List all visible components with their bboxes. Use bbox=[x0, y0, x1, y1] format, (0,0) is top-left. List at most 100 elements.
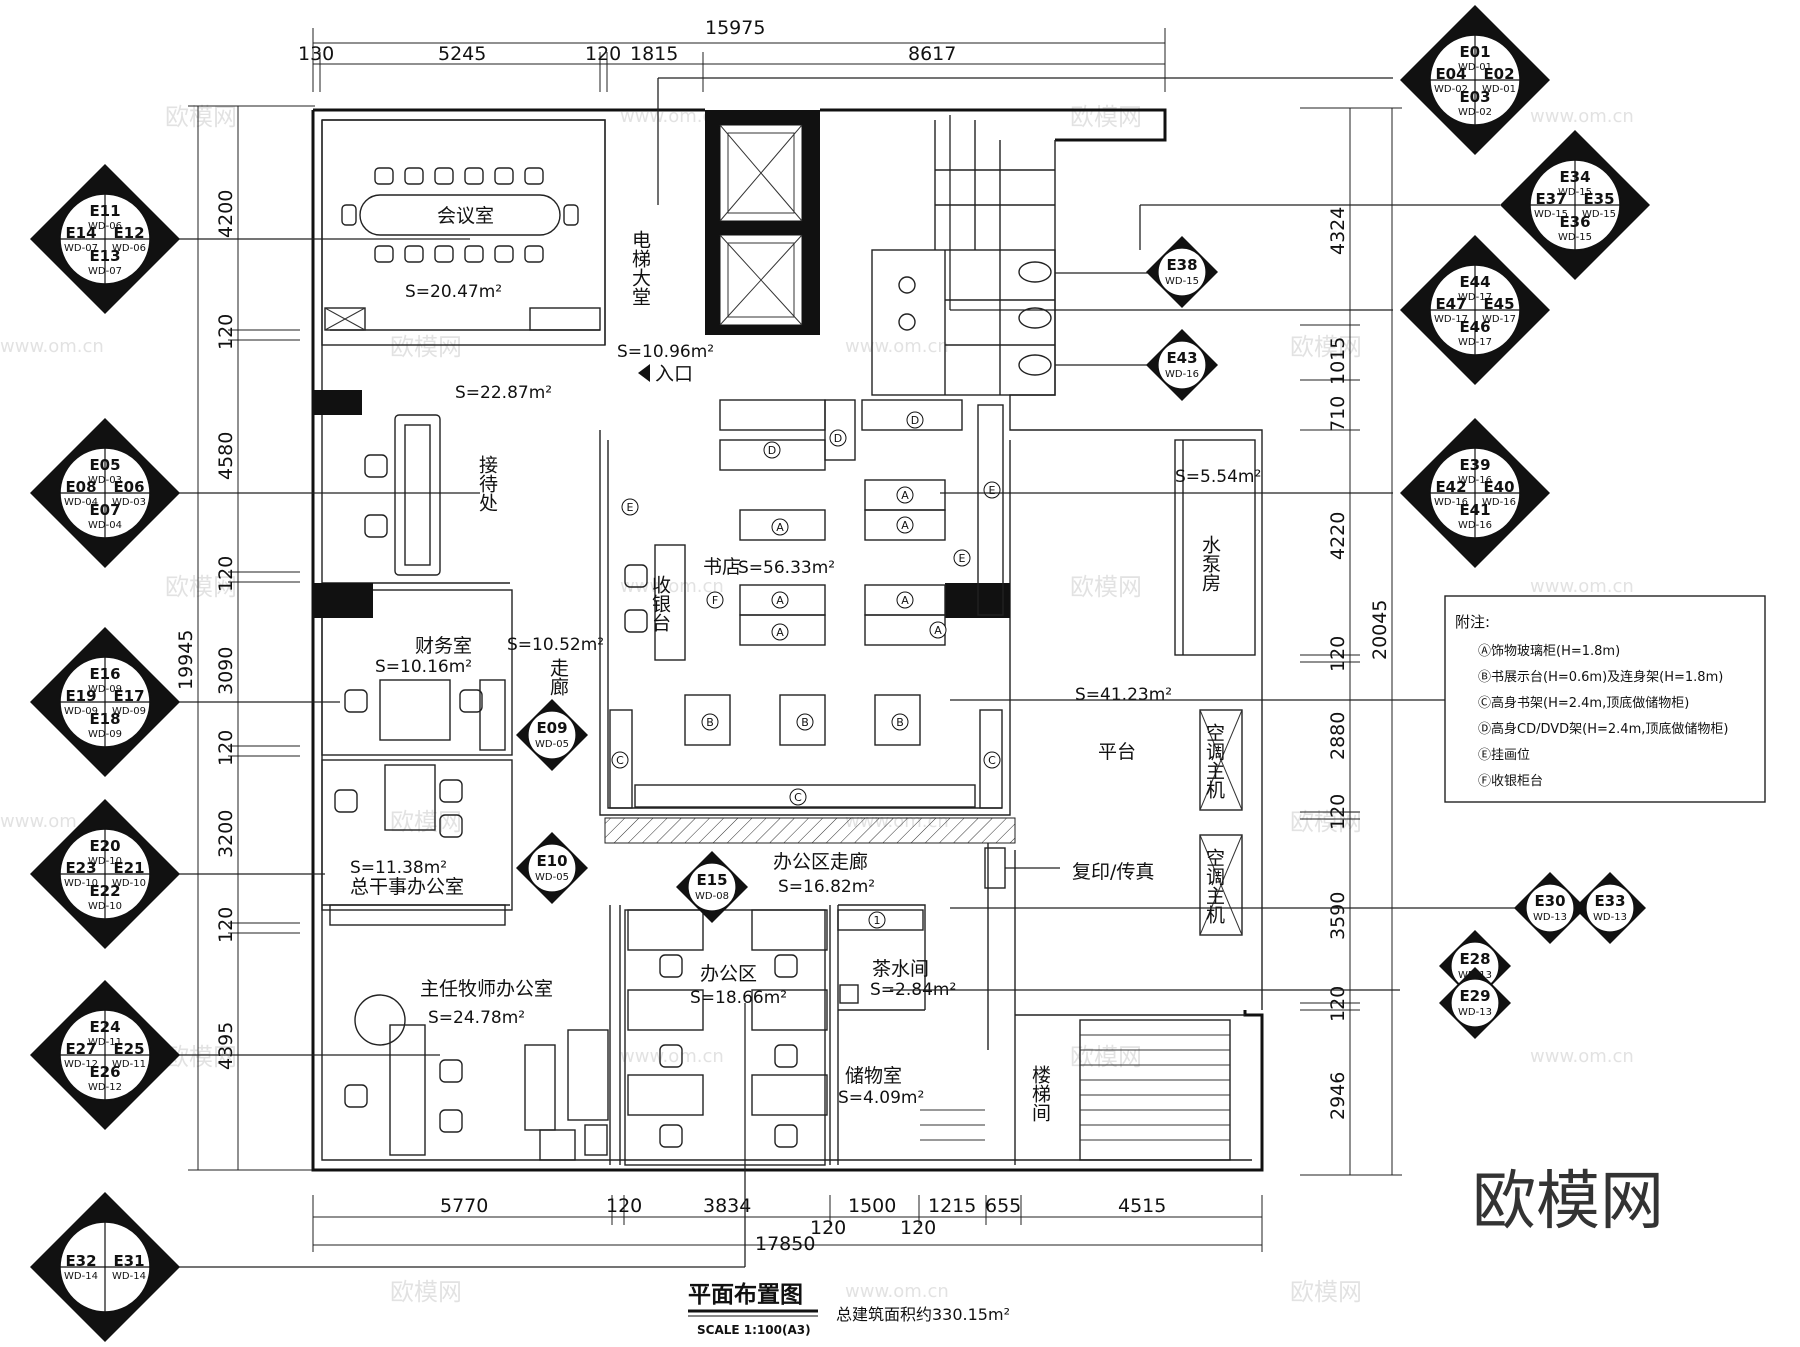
elevation-tag-left-sheet: WD-10 bbox=[64, 878, 98, 889]
elevation-tag-bottom-id: E22 bbox=[89, 882, 120, 900]
furniture-marker: A bbox=[896, 486, 914, 504]
room-area-storage: S=4.09m² bbox=[838, 1088, 924, 1108]
room-name-ac-unit-1: 空调主机 bbox=[1203, 723, 1225, 799]
watermark-url: www.om.cn bbox=[845, 1281, 949, 1302]
dim-top-0: 130 bbox=[298, 43, 334, 65]
furniture-marker: C bbox=[611, 751, 629, 769]
elevation-tag-right-sheet: WD-11 bbox=[112, 1059, 146, 1070]
elevation-tag-top-sheet: WD-09 bbox=[88, 684, 122, 695]
note-item-c: Ⓒ高身书架(H=2.4m,顶底做储物柜) bbox=[1478, 695, 1689, 711]
elevation-tag-top-id: E01 bbox=[1459, 43, 1490, 61]
elevation-tag-right-id: E12 bbox=[113, 224, 144, 242]
elevation-tag-right-sheet: WD-01 bbox=[1482, 84, 1516, 95]
dim-right-1: 1015 bbox=[1327, 337, 1349, 385]
elevation-tag-right-sheet: WD-06 bbox=[112, 243, 146, 254]
room-area-corridor: S=10.52m² bbox=[507, 635, 604, 655]
room-labels: 会议室 S=20.47m² 电梯大堂 S=10.96m² 入口 接待处 S=22… bbox=[350, 205, 1261, 1122]
watermark-url: www.om.cn bbox=[620, 576, 724, 597]
elevation-tag-top-id: E44 bbox=[1459, 273, 1490, 291]
single-tag-sheet: WD-05 bbox=[535, 739, 569, 750]
watermark: 欧模网 bbox=[1070, 573, 1142, 601]
dim-top-overall: 15975 bbox=[705, 17, 765, 39]
elevation-tag-left-id: E08 bbox=[65, 478, 96, 496]
watermark-url: www.om.cn bbox=[1530, 106, 1634, 127]
elevation-tag-top-id: E34 bbox=[1559, 168, 1590, 186]
elevation-tag-left-id: E47 bbox=[1435, 295, 1466, 313]
room-area-pastor-office: S=24.78m² bbox=[428, 1008, 525, 1028]
elevation-tag-top-id: E20 bbox=[89, 837, 120, 855]
room-name-meeting: 会议室 bbox=[437, 205, 494, 227]
single-tag-id: E28 bbox=[1459, 950, 1490, 968]
watermark: 欧模网 bbox=[390, 1278, 462, 1306]
single-tag-id: E15 bbox=[696, 871, 727, 889]
elevation-tag-right-id: E45 bbox=[1483, 295, 1514, 313]
dim-right-2: 710 bbox=[1327, 396, 1349, 432]
furniture-marker: B bbox=[796, 713, 814, 731]
furniture-marker: D bbox=[763, 441, 781, 459]
dim-top-1: 5245 bbox=[438, 43, 486, 65]
single-tag-id: E43 bbox=[1166, 349, 1197, 367]
dim-right-9: 2946 bbox=[1327, 1072, 1349, 1120]
room-area-pump-room: S=5.54m² bbox=[1175, 467, 1261, 487]
furniture-marker-letter: A bbox=[934, 624, 942, 637]
single-tag-id: E30 bbox=[1534, 892, 1565, 910]
furniture-marker: E bbox=[983, 481, 1001, 499]
dim-left-8: 4395 bbox=[215, 1022, 237, 1070]
elevation-tag-right-sheet: WD-17 bbox=[1482, 314, 1516, 325]
furniture-marker: E bbox=[953, 549, 971, 567]
furniture-marker: B bbox=[701, 713, 719, 731]
dim-left-4: 3090 bbox=[215, 647, 237, 695]
dim-bottom-3: 1500 bbox=[848, 1195, 896, 1217]
dimension-lines: 15975 130 5245 120 1815 8617 5770 120 38… bbox=[175, 17, 1402, 1255]
single-tag-sheet: WD-13 bbox=[1458, 1007, 1492, 1018]
walls bbox=[311, 108, 1264, 1172]
watermark: 欧模网 bbox=[1290, 333, 1362, 361]
elevation-group-tags: E01WD-01E03WD-02E04WD-02E02WD-01E34WD-15… bbox=[30, 5, 1650, 1342]
furniture-marker-letter: F bbox=[712, 594, 718, 607]
room-name-lift-lobby-1: 电梯大堂 bbox=[629, 230, 651, 306]
elevation-tag-top-sheet: WD-15 bbox=[1558, 187, 1592, 198]
room-name-tea-room: 茶水间 bbox=[872, 958, 929, 980]
total-area: 总建筑面积约330.15m² bbox=[836, 1305, 1010, 1324]
elevation-tag-left-id: E14 bbox=[65, 224, 96, 242]
dim-bottom-1: 120 bbox=[606, 1195, 642, 1217]
dim-right-0: 4324 bbox=[1327, 207, 1349, 255]
elevation-tag-right-sheet: WD-15 bbox=[1582, 209, 1616, 220]
furniture-marker-letter: D bbox=[911, 414, 919, 427]
furniture-marker: C bbox=[983, 751, 1001, 769]
room-name-office-area: 办公区 bbox=[700, 963, 757, 985]
elevation-tag-right-id: E31 bbox=[113, 1252, 144, 1270]
elevation-tag-bottom-sheet: WD-17 bbox=[1458, 337, 1492, 348]
furniture-marker-letter: B bbox=[801, 716, 809, 729]
furniture-marker-letter: A bbox=[901, 519, 909, 532]
dim-bottom-2: 3834 bbox=[703, 1195, 751, 1217]
furniture-marker-letter: 1 bbox=[874, 914, 881, 927]
room-name-pump-room: 水泵房 bbox=[1199, 535, 1221, 592]
furniture-marker-letter: A bbox=[776, 521, 784, 534]
single-tag-id: E09 bbox=[536, 719, 567, 737]
top-stair bbox=[934, 120, 1055, 250]
furniture-marker-letter: E bbox=[989, 484, 996, 497]
elevation-tag-left-id: E42 bbox=[1435, 478, 1466, 496]
elevation-tag-top-id: E11 bbox=[89, 202, 120, 220]
note-item-e: Ⓔ挂画位 bbox=[1478, 748, 1530, 763]
furniture-marker: E bbox=[621, 498, 639, 516]
dim-left-6: 3200 bbox=[215, 810, 237, 858]
dim-right-8: 120 bbox=[1327, 986, 1349, 1022]
bottom-stair bbox=[920, 1019, 1231, 1161]
furniture-marker: A bbox=[771, 518, 789, 536]
watermark-url: www.om.cn bbox=[1530, 1046, 1634, 1067]
note-item-f: Ⓕ收银柜台 bbox=[1478, 774, 1543, 789]
elevation-tag-left-sheet: WD-17 bbox=[1434, 314, 1468, 325]
elevation-tag-right-sheet: WD-09 bbox=[112, 706, 146, 717]
watermark: 欧模网 bbox=[1070, 103, 1142, 131]
elevation-tag-left-id: E37 bbox=[1535, 190, 1566, 208]
elevation-tag-bottom-id: E03 bbox=[1459, 88, 1490, 106]
room-name-copy-fax: 复印/传真 bbox=[1072, 861, 1154, 883]
dim-right-6: 120 bbox=[1327, 794, 1349, 830]
furniture-marker-letter: A bbox=[776, 594, 784, 607]
